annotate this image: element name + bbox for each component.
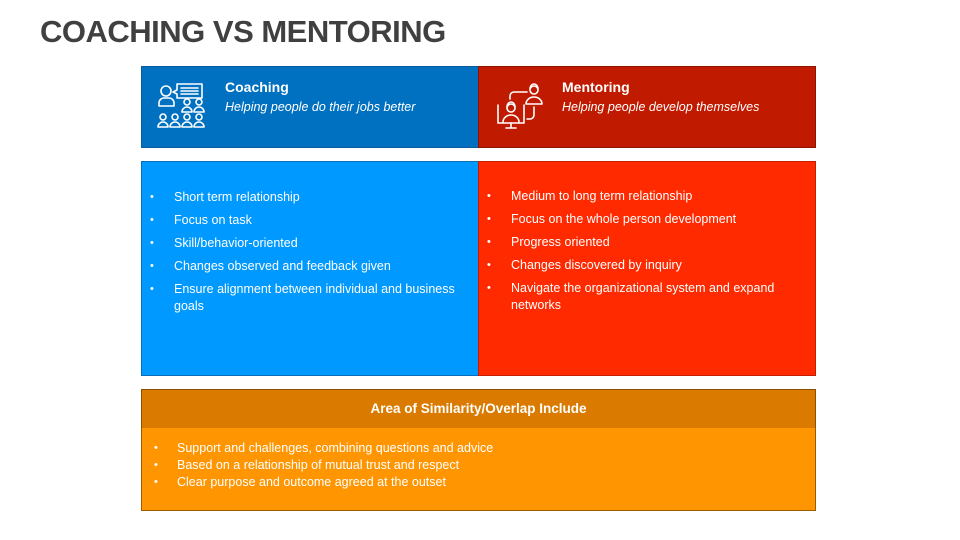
similarity-title: Area of Similarity/Overlap Include (370, 401, 587, 416)
coaching-subtitle: Helping people do their jobs better (225, 100, 416, 114)
list-item: Short term relationship (150, 189, 470, 206)
similarity-points-panel: Support and challenges, combining questi… (141, 428, 816, 511)
mentoring-title: Mentoring (562, 79, 630, 95)
list-item: Focus on task (150, 212, 470, 229)
list-item: Ensure alignment between individual and … (150, 281, 470, 315)
mentor-mentee-connection-icon (497, 83, 543, 129)
list-item: Changes discovered by inquiry (487, 257, 807, 274)
coaching-title: Coaching (225, 79, 289, 95)
mentoring-points-panel: Medium to long term relationship Focus o… (478, 161, 816, 376)
similarity-header: Area of Similarity/Overlap Include (141, 389, 816, 429)
mentoring-points-list: Medium to long term relationship Focus o… (487, 188, 807, 320)
list-item: Based on a relationship of mutual trust … (154, 457, 493, 474)
coaching-points-list: Short term relationship Focus on task Sk… (150, 189, 470, 321)
mentoring-header: Mentoring Helping people develop themsel… (478, 66, 816, 148)
list-item: Changes observed and feedback given (150, 258, 470, 275)
coaching-header: Coaching Helping people do their jobs be… (141, 66, 479, 148)
mentoring-subtitle: Helping people develop themselves (562, 100, 760, 114)
list-item: Clear purpose and outcome agreed at the … (154, 474, 493, 491)
list-item: Progress oriented (487, 234, 807, 251)
list-item: Medium to long term relationship (487, 188, 807, 205)
list-item: Support and challenges, combining questi… (154, 440, 493, 457)
similarity-points-list: Support and challenges, combining questi… (154, 440, 493, 491)
slide-title: COACHING VS MENTORING (40, 14, 446, 49)
list-item: Navigate the organizational system and e… (487, 280, 807, 314)
coaching-points-panel: Short term relationship Focus on task Sk… (141, 161, 479, 376)
teacher-audience-icon (157, 83, 205, 128)
list-item: Skill/behavior-oriented (150, 235, 470, 252)
list-item: Focus on the whole person development (487, 211, 807, 228)
